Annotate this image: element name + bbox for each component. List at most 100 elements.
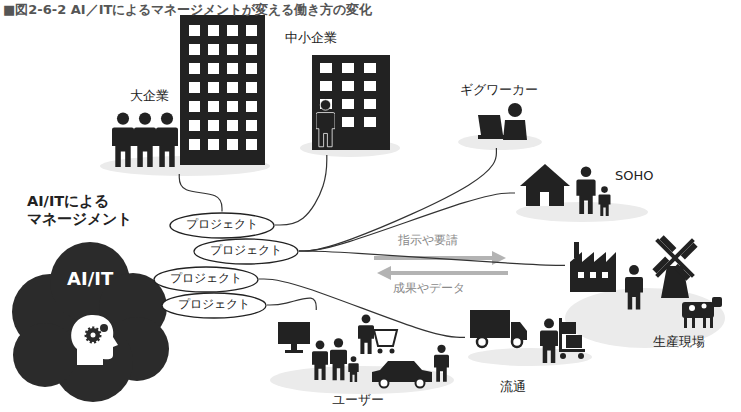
cloud-heading: AI/ITによる マネージメント <box>27 192 139 228</box>
user-illustration-part <box>390 349 395 354</box>
connector-line <box>299 251 565 265</box>
user-illustration-part <box>285 350 303 353</box>
group-label: 中小企業 <box>285 30 337 46</box>
project-label: プロジェクト <box>178 298 250 312</box>
ground-patches-part <box>458 134 542 150</box>
user-illustration-part <box>416 379 425 388</box>
project-ellipse: プロジェクト <box>161 292 267 319</box>
head-icon <box>71 315 118 365</box>
distribution-illustration-part <box>477 337 487 347</box>
gear-icon <box>86 328 100 342</box>
small-company-illustration-part <box>316 100 335 147</box>
distribution-illustration-part <box>559 349 585 352</box>
distribution-illustration-part <box>560 353 566 359</box>
production-site-illustration-part <box>702 304 707 309</box>
distribution-illustration-part <box>512 337 522 347</box>
connector-line <box>299 148 496 251</box>
gig-worker-illustration-part <box>508 103 522 117</box>
large-company-illustration-part <box>134 113 156 167</box>
ellipse-outline <box>170 213 274 238</box>
connector-line <box>299 193 515 251</box>
soho-illustration <box>520 164 611 216</box>
distribution-illustration-part <box>559 318 562 352</box>
production-site-illustration-part <box>574 242 579 258</box>
flow-arrow-right <box>374 251 506 265</box>
user-illustration-part <box>380 379 389 388</box>
production-site-illustration-part <box>710 316 713 328</box>
small-company-illustration <box>312 55 390 150</box>
production-site-illustration-part-part <box>681 242 698 259</box>
project-ellipse: プロジェクト <box>193 238 299 265</box>
flow-arrow-left-part <box>389 271 508 275</box>
production-site-illustration-part <box>684 316 687 328</box>
user-illustration-part <box>434 345 449 382</box>
large-company-illustration-part <box>180 15 265 165</box>
distribution-illustration-part <box>578 353 584 359</box>
group-label: 生産現場 <box>653 334 705 350</box>
production-site-illustration-part <box>590 272 596 278</box>
project-ellipse: プロジェクト <box>169 212 275 239</box>
actor-group: 中小企業 <box>282 30 394 155</box>
gig-worker-illustration <box>478 103 527 140</box>
group-label: ユーザー <box>332 392 384 408</box>
actor-group: 流通 <box>465 305 600 397</box>
project-label: プロジェクト <box>186 218 258 232</box>
gear-icon <box>91 333 96 338</box>
connector-line <box>267 298 316 310</box>
soho-illustration-part <box>540 192 549 206</box>
cloud-title: AI/IT <box>67 268 113 290</box>
large-company-illustration-part <box>156 113 178 167</box>
user-illustration-part <box>278 322 310 344</box>
flow-label: 成果やデータ <box>391 281 467 297</box>
gig-worker-illustration-part <box>478 115 503 135</box>
production-site-illustration-part <box>625 265 643 310</box>
distribution-illustration-part <box>562 322 576 334</box>
large-company-illustration-part <box>112 113 134 167</box>
production-site-illustration-part <box>712 297 722 307</box>
production-site-illustration-part-part <box>655 238 695 278</box>
group-label: SOHO <box>615 168 654 184</box>
production-site-illustration-part <box>703 316 706 328</box>
small-company-illustration-part <box>312 55 390 150</box>
user-illustration <box>278 314 449 387</box>
soho-illustration-part <box>576 166 595 214</box>
production-site-illustration-part-part <box>674 264 691 281</box>
group-label: 大企業 <box>130 88 169 104</box>
soho-illustration-part <box>599 186 611 216</box>
distribution-illustration-part <box>540 318 558 363</box>
group-label: 流通 <box>500 379 526 395</box>
production-site-illustration-part <box>602 272 608 278</box>
actor-group: 大企業 <box>105 12 270 174</box>
user-illustration-part <box>378 349 383 354</box>
production-site-illustration-part-part <box>652 257 669 274</box>
production-site-illustration-part-part <box>655 238 695 278</box>
group-label: ギグワーカー <box>460 82 538 98</box>
ground-patches <box>100 134 725 394</box>
project-label: プロジェクト <box>210 244 282 258</box>
production-site-illustration-part <box>638 221 712 295</box>
ai-cloud: AI/ITによる マネージメント AI/IT <box>5 192 170 404</box>
connector-line <box>275 155 327 225</box>
project-ellipse: プロジェクト <box>153 266 259 293</box>
ellipse-outline <box>154 267 258 292</box>
ellipse-outline <box>162 293 266 318</box>
label-wrap: 成果やデータ <box>391 281 467 297</box>
distribution-illustration <box>470 310 585 363</box>
user-illustration-part <box>348 356 358 382</box>
production-site-illustration-part-part <box>659 235 676 252</box>
large-company-illustration <box>112 15 265 167</box>
ground-patches-part <box>468 348 592 366</box>
cloud-lobe <box>13 323 77 387</box>
connector-line <box>179 174 222 212</box>
user-illustration-part <box>291 344 297 350</box>
soho-illustration-part <box>520 164 570 186</box>
distribution-illustration-part <box>470 310 510 338</box>
gear-icon <box>100 324 108 332</box>
user-illustration-part <box>374 330 397 346</box>
ellipse-outline <box>194 239 298 264</box>
gig-worker-illustration-part <box>478 135 518 139</box>
user-illustration-part <box>312 340 328 380</box>
distribution-illustration-part <box>566 335 582 348</box>
figure-title: ■図2-6-2 AI／ITによるマネージメントが変える働き方の変化 <box>3 2 372 19</box>
